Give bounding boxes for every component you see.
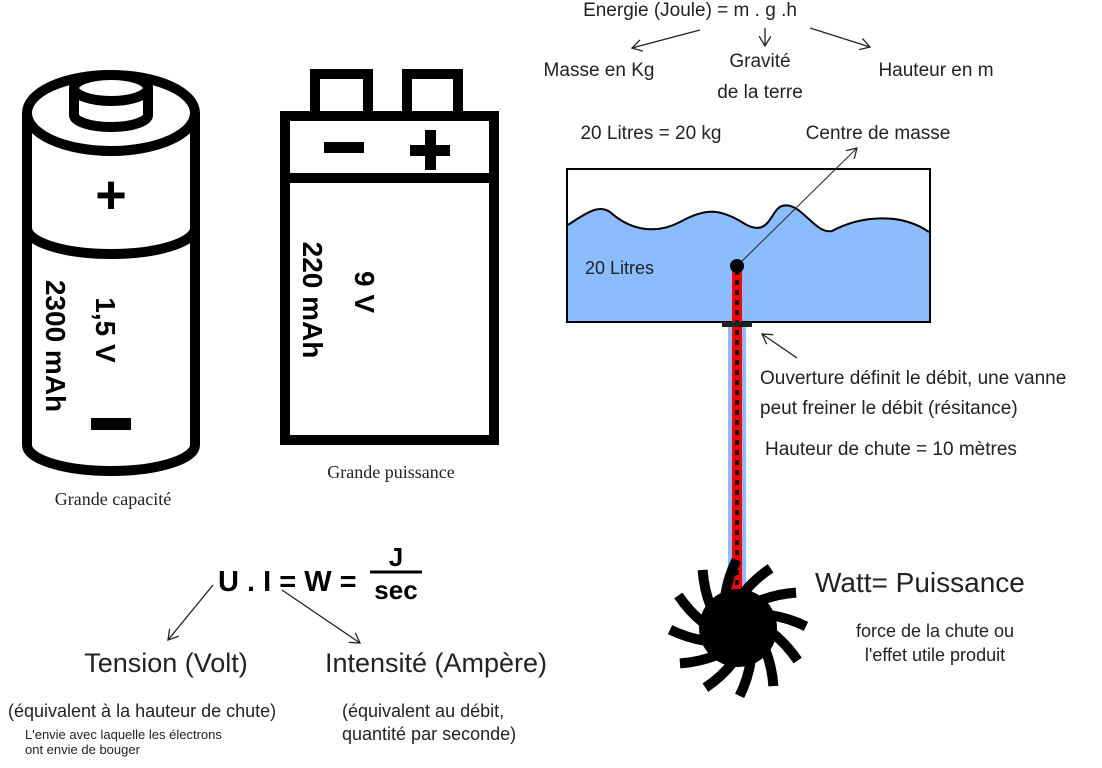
watt-desc-2: l'effet utile produit [865,645,1005,665]
nine-plus-icon [410,130,450,170]
opening-text-1: Ouverture définit le débit, une vanne [760,368,1066,389]
wheel-blade [757,587,797,606]
center-mass-pointer [736,148,857,267]
wheel-blade [679,650,719,669]
mass-label: Masse en Kg [544,60,655,81]
opening-arrow [762,334,798,359]
gravity-label-2: de la terre [717,82,803,103]
nine-minus-icon [324,142,364,153]
nine-volt-battery-icon [280,69,499,445]
intensity-equivalent-2: quantité par seconde) [342,724,516,744]
aa-plus: + [95,165,127,225]
water-wheel-icon [667,557,809,699]
center-of-mass-dot [730,259,744,273]
aa-battery-icon [22,70,200,476]
power-formula: U . I = W = [218,566,357,598]
opening-text-2: peut freiner le débit (résitance) [760,398,1018,419]
center-of-mass-label: Centre de masse [806,123,951,144]
aa-capacity: 2300 mAh [40,280,71,412]
gravity-label-1: Gravité [729,51,790,72]
wheel-blade [769,610,809,631]
nine-caption: Grande puissance [327,462,454,482]
tank-label: 20 Litres [585,258,654,278]
aa-voltage: 1,5 V [90,297,121,363]
wheel-blade [674,592,707,627]
wheel-blade [735,659,756,699]
watt-title: Watt= Puissance [815,567,1025,598]
wheel-blade [667,625,707,646]
wheel-blade [739,564,774,597]
intensity-label: Intensité (Ampère) [325,648,547,678]
height-label: Hauteur en m [878,60,993,81]
pipe [722,268,752,594]
power-arrows [168,584,360,643]
tension-note-2: ont envie de bouger [25,742,141,757]
formula-numerator: J [389,542,403,572]
watt-desc-1: force de la chute ou [856,621,1014,641]
wheel-blade [769,629,802,664]
nine-capacity: 220 mAh [297,242,328,359]
wheel-blade [697,569,716,609]
aa-caption: Grande capacité [55,489,171,509]
litres-equivalence: 20 Litres = 20 kg [580,123,721,144]
tension-label: Tension (Volt) [84,648,248,678]
wheel-blade [760,647,779,687]
energy-formula: Energie (Joule) = m . g .h [583,0,797,21]
fall-height: Hauteur de chute = 10 mètres [765,439,1017,460]
tension-note-1: L'envie avec laquelle les électrons [25,727,222,742]
water-tank [566,168,931,323]
tension-equivalent: (équivalent à la hauteur de chute) [8,701,276,721]
formula-arrows [632,27,870,48]
aa-minus-icon [91,418,131,430]
intensity-equivalent-1: (équivalent au débit, [342,701,504,721]
formula-denominator: sec [374,575,417,605]
wheel-blade [702,659,737,692]
wheel-blade [720,557,741,597]
nine-voltage: 9 V [349,271,380,313]
